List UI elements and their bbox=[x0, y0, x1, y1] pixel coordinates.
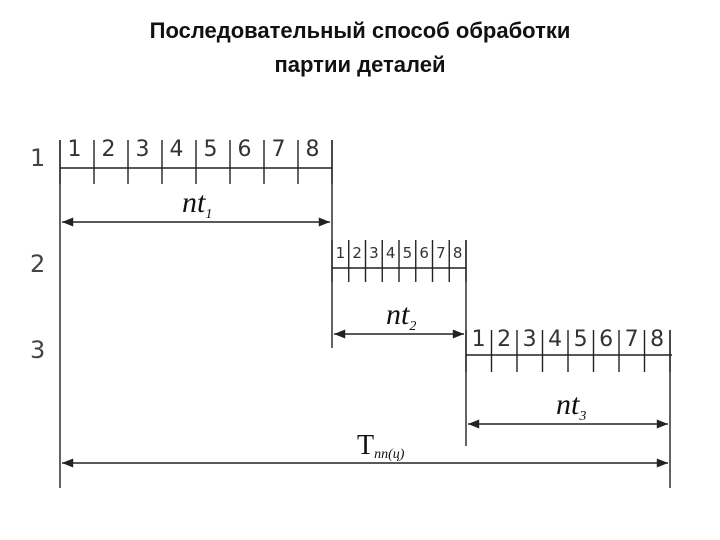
stage-1-label: nt1 bbox=[182, 186, 212, 222]
stage-3-part-number: 8 bbox=[650, 327, 664, 352]
stage-1-part-number: 4 bbox=[169, 137, 183, 162]
stage-1-part-number: 2 bbox=[101, 137, 115, 162]
stage-1-part-number: 5 bbox=[203, 137, 217, 162]
row-label-3: 3 bbox=[30, 336, 45, 364]
stage-1-part-number: 6 bbox=[237, 137, 251, 162]
stage-3-part-number: 6 bbox=[599, 327, 613, 352]
stage-3-part-number: 3 bbox=[523, 327, 537, 352]
stage-2-part-number: 4 bbox=[386, 244, 396, 262]
stage-2-part-number: 5 bbox=[403, 244, 413, 262]
stage-2-part-number: 2 bbox=[352, 244, 362, 262]
row-label-1: 1 bbox=[30, 144, 45, 172]
stage-3-part-number: 1 bbox=[472, 327, 486, 352]
slide-title: Последовательный способ обработки партии… bbox=[0, 14, 720, 82]
stage-3-part-number: 5 bbox=[574, 327, 588, 352]
stage-2-part-number: 3 bbox=[369, 244, 379, 262]
stage-3-part-number: 7 bbox=[625, 327, 639, 352]
stage-3-part-number: 4 bbox=[548, 327, 562, 352]
row-label-2: 2 bbox=[30, 250, 45, 278]
stage-1-part-number: 7 bbox=[271, 137, 285, 162]
stage-2-part-number: 7 bbox=[436, 244, 446, 262]
stage-3-part-number: 2 bbox=[497, 327, 511, 352]
stage-1-part-number: 3 bbox=[135, 137, 149, 162]
stage-2-part-number: 8 bbox=[453, 244, 463, 262]
stage-1-part-number: 8 bbox=[305, 137, 319, 162]
title-line-1: Последовательный способ обработки bbox=[149, 18, 571, 43]
stage-2-part-number: 1 bbox=[336, 244, 346, 262]
stage-3-label: nt3 bbox=[556, 388, 586, 424]
stage-1-part-number: 1 bbox=[67, 137, 81, 162]
stage-2-part-number: 6 bbox=[419, 244, 429, 262]
stage-2-label: nt2 bbox=[386, 298, 416, 334]
title-line-2: партии деталей bbox=[274, 52, 446, 77]
total-label: Tпп(ц) bbox=[357, 430, 405, 462]
